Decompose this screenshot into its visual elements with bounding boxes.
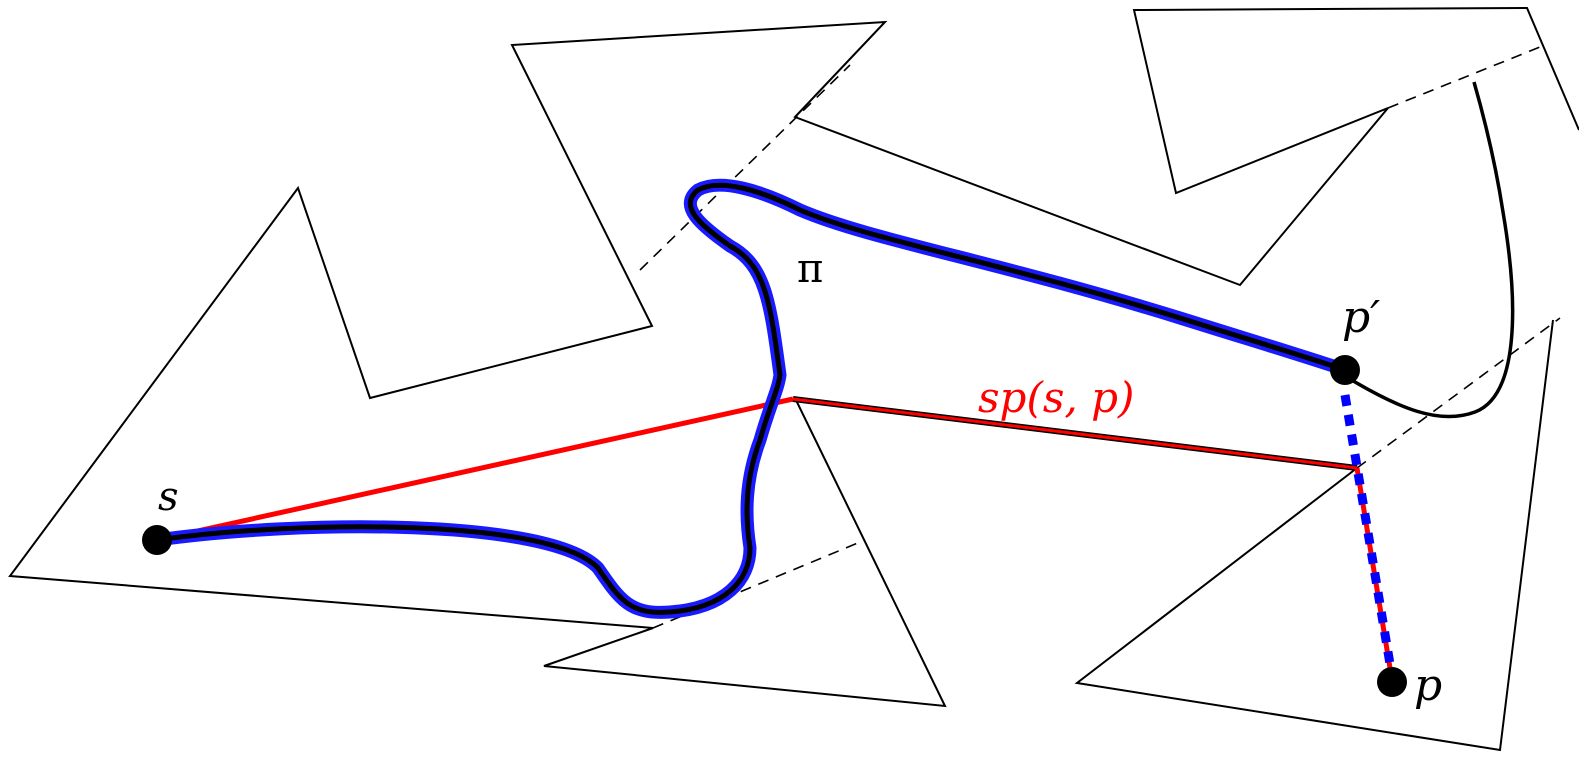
- shortest-path: [156, 396, 1395, 681]
- label-s: s: [158, 474, 179, 520]
- point-p: [1377, 667, 1407, 697]
- point-s: [142, 525, 172, 555]
- path-pi-core: [154, 182, 1348, 615]
- shortest-path-segment-2: [792, 397, 1358, 470]
- polygon-edge-left: [8, 6, 1579, 629]
- label-p-prime: p′: [1342, 292, 1380, 343]
- dashed-line-3: [1387, 44, 1546, 109]
- polygon-boundary: [8, 6, 1579, 752]
- right-curve: [1339, 81, 1515, 419]
- dashed-line-4: [1356, 317, 1561, 469]
- path-pi: [150, 178, 1352, 619]
- label-p: p: [1414, 660, 1442, 711]
- polygon-edge-bottom-right: [1074, 319, 1554, 752]
- dotted-segment: [1340, 394, 1397, 677]
- dashed-line-1: [639, 64, 851, 271]
- polygon-edge-bottom-left: [543, 397, 947, 708]
- point-p-prime: [1330, 355, 1360, 385]
- label-pi: π: [797, 246, 823, 292]
- shortest-path-segment-1: [156, 396, 794, 543]
- label-shortest-path: sp(s, p): [978, 373, 1134, 422]
